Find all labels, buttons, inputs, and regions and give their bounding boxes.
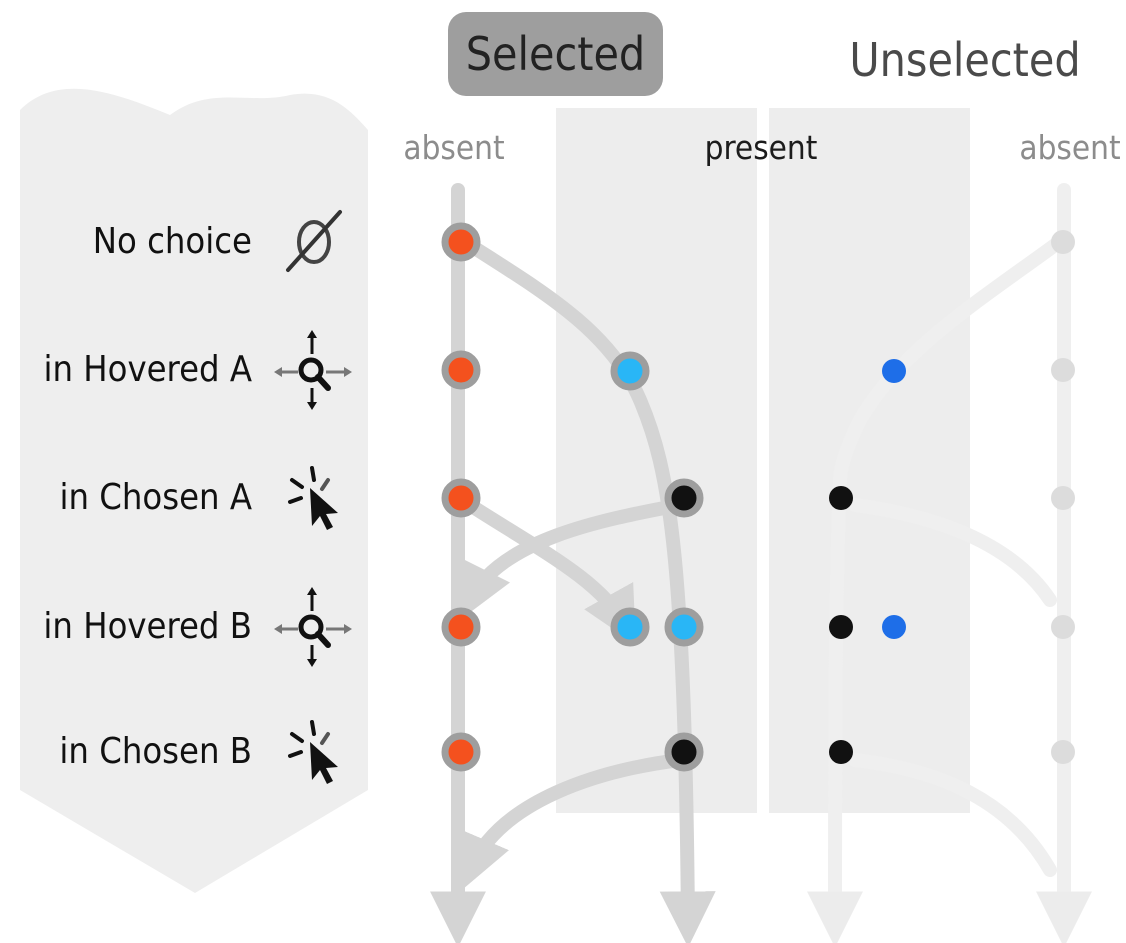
arrow-unselected-curve-mid [848,498,1057,607]
dot-present-hovered-a [610,351,650,391]
dot-unsel-hovered-a [882,359,906,383]
dot-present-hovered-b-b [664,607,704,647]
click-cursor-icon [288,720,338,784]
absent-unselected-dots [1051,230,1075,764]
present-unselected-dots [829,359,906,764]
arrow-chosen-a-back [459,498,687,621]
column-label-present: present [704,128,818,167]
dot-unsel-chosen-b [829,740,853,764]
dot-absent-hovered-a [441,350,481,390]
dot-unsel-absent-no-choice [1051,230,1075,254]
row-label-chosen-a: in Chosen A [59,477,252,518]
arrow-chosen-b-back [457,753,687,891]
arrow-to-hover-b [463,498,636,645]
dot-unsel-absent-chosen-b [1051,740,1075,764]
hover-magnifier-icon [274,587,352,667]
selected-header: Selected [448,12,663,96]
absent-selected-dots [441,222,481,772]
row-label-hovered-b: in Hovered B [43,606,252,647]
dot-unsel-absent-hovered-a [1051,358,1075,382]
row-label-no-choice: No choice [92,221,252,262]
unselected-header: Unselected [849,33,1081,87]
dot-absent-chosen-a [441,478,481,518]
click-cursor-icon [288,466,338,530]
dot-unsel-chosen-a [829,486,853,510]
row-label-hovered-a: in Hovered A [43,349,252,390]
dot-unsel-hovered-b-a [829,615,853,639]
dot-present-hovered-b-a [610,607,650,647]
empty-set-icon [286,210,342,272]
arrow-unselected-curve-low [848,753,1057,877]
dot-unsel-hovered-b-b [882,615,906,639]
arrow-to-hover-a [463,238,716,943]
arrow-unselected-curve-top [833,238,1062,487]
dot-absent-chosen-b [441,732,481,772]
present-band-right [769,108,970,813]
dot-unsel-absent-chosen-a [1051,486,1075,510]
dot-present-chosen-b [664,732,704,772]
dot-unsel-absent-hovered-b [1051,615,1075,639]
column-label-absent-selected: absent [403,128,505,167]
dot-present-chosen-a [664,478,704,518]
row-label-banner [20,88,368,894]
present-selected-dots [610,351,704,772]
row-label-chosen-b: in Chosen B [59,731,252,772]
arrow-unselected-present-trunk [807,473,864,943]
hover-magnifier-icon [274,330,352,410]
dot-absent-hovered-b [441,607,481,647]
dot-absent-no-choice [441,222,481,262]
column-label-absent-unselected: absent [1019,128,1121,167]
